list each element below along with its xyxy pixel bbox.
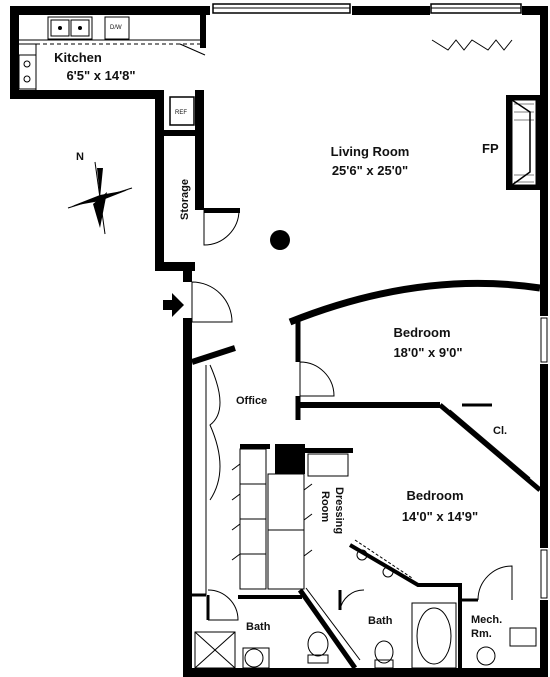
top-wall-middle (352, 6, 430, 15)
mech-label-line2: Rm. (471, 628, 492, 640)
window-sash-marks (431, 39, 513, 51)
office: Office (191, 345, 267, 595)
mech-label-line1: Mech. (471, 614, 502, 626)
entry-arrow-icon (163, 293, 184, 317)
bedroom-one: Bedroom 18'0" x 9'0" (288, 279, 541, 420)
refrigerator-label: REF (175, 110, 187, 116)
bottom-wall (183, 668, 548, 677)
bath-one: Bath (192, 589, 302, 669)
dishwasher (104, 16, 130, 40)
bedroom-two-dims: 14'0" x 14'9" (402, 509, 478, 524)
bath-two-label: Bath (368, 615, 393, 627)
right-wall-bottom (540, 600, 548, 677)
closet-label: Cl. (493, 425, 507, 437)
top-wall-right (522, 6, 546, 15)
entry-door (163, 262, 233, 323)
toilet-one (307, 631, 329, 657)
exterior-walls (10, 3, 548, 677)
bedroom-two-name: Bedroom (406, 488, 463, 503)
living-room-dims: 25'6" x 25'0" (332, 163, 408, 178)
living-room-name: Living Room (331, 144, 410, 159)
storage-label: Storage (179, 179, 191, 220)
kitchen-name: Kitchen (54, 50, 102, 65)
compass-north-label: N (76, 151, 84, 163)
kitchen-sink (47, 16, 93, 40)
fireplace-label: FP (482, 141, 499, 156)
closet: Cl. (438, 403, 542, 492)
kitchen-area: D/W Kitchen 6'5" x 14'8" (18, 15, 206, 90)
dressing-room: Dressing Room (231, 444, 353, 590)
left-wall-lower (183, 318, 192, 677)
bedroom-one-name: Bedroom (393, 325, 450, 340)
compass-rose: N (67, 151, 133, 235)
stove (18, 54, 37, 90)
bathtub (411, 602, 457, 669)
right-window-2 (540, 549, 548, 599)
fireplace: FP (482, 95, 540, 190)
top-wall-left (10, 6, 210, 15)
dishwasher-label: D/W (110, 25, 122, 31)
kitchen-left-wall (10, 6, 19, 98)
bedroom-two: Bedroom 14'0" x 14'9" (348, 488, 478, 600)
toilet-two (374, 640, 394, 664)
kitchen-bottom-wall (10, 90, 160, 99)
right-wall-middle (540, 364, 548, 548)
refrigerator (169, 96, 195, 126)
bath-two: Bath (297, 587, 457, 670)
office-name: Office (236, 395, 267, 407)
mech-room: Mech. Rm. (458, 565, 537, 668)
dressing-label-line2: Room (319, 491, 331, 522)
storage-column: REF Storage (155, 90, 240, 271)
shower (194, 631, 236, 669)
dressing-label-line1: Dressing (333, 487, 345, 534)
bath-one-label: Bath (246, 621, 271, 633)
kitchen-dims: 6'5" x 14'8" (66, 68, 135, 83)
column (270, 230, 290, 250)
bedroom-one-dims: 18'0" x 9'0" (393, 345, 462, 360)
right-window-1 (540, 317, 548, 363)
right-wall-top (540, 6, 548, 316)
